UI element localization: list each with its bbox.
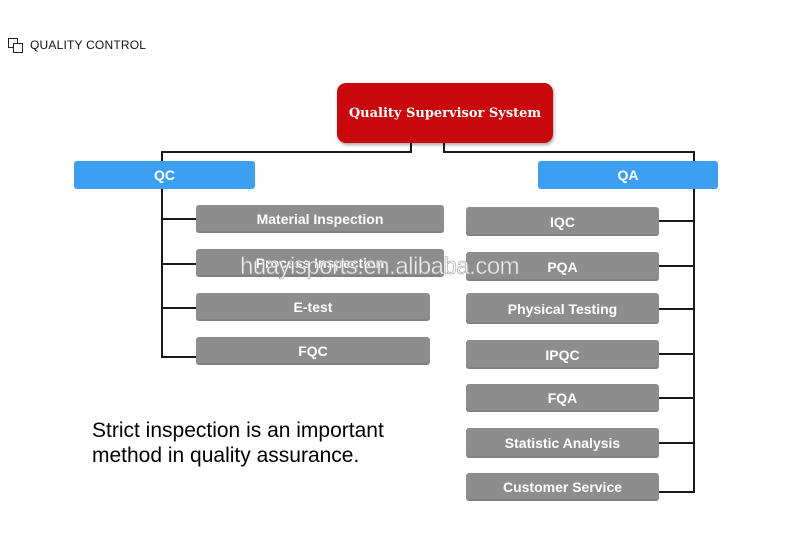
- qc-item-material-inspection: Material Inspection: [196, 205, 444, 233]
- watermark: huayisports.en.alibaba.com: [240, 253, 520, 281]
- quality-supervisor-system-node: Quality Supervisor System: [337, 83, 553, 143]
- qc-item-fqc: FQC: [196, 337, 430, 365]
- qc-item-process-inspection: Process Inspection: [196, 249, 444, 277]
- qa-item-customer-service: Customer Service: [466, 473, 659, 501]
- qa-item-statistic-analysis: Statistic Analysis: [466, 428, 659, 458]
- qa-branch-node: QA: [538, 161, 718, 189]
- copy-icon: [8, 38, 23, 53]
- qa-item-iqc: IQC: [466, 207, 659, 236]
- qa-item-physical-testing: Physical Testing: [466, 293, 659, 324]
- qc-item-e-test: E-test: [196, 293, 430, 321]
- page-header: QUALITY CONTROL: [8, 37, 146, 53]
- qc-branch-node: QC: [74, 161, 255, 189]
- caption-text: Strict inspection is an important method…: [92, 419, 384, 467]
- qa-item-pqa: PQA: [466, 252, 659, 281]
- qa-item-fqa: FQA: [466, 384, 659, 412]
- qa-item-ipqc: IPQC: [466, 340, 659, 369]
- page-title: QUALITY CONTROL: [30, 38, 147, 52]
